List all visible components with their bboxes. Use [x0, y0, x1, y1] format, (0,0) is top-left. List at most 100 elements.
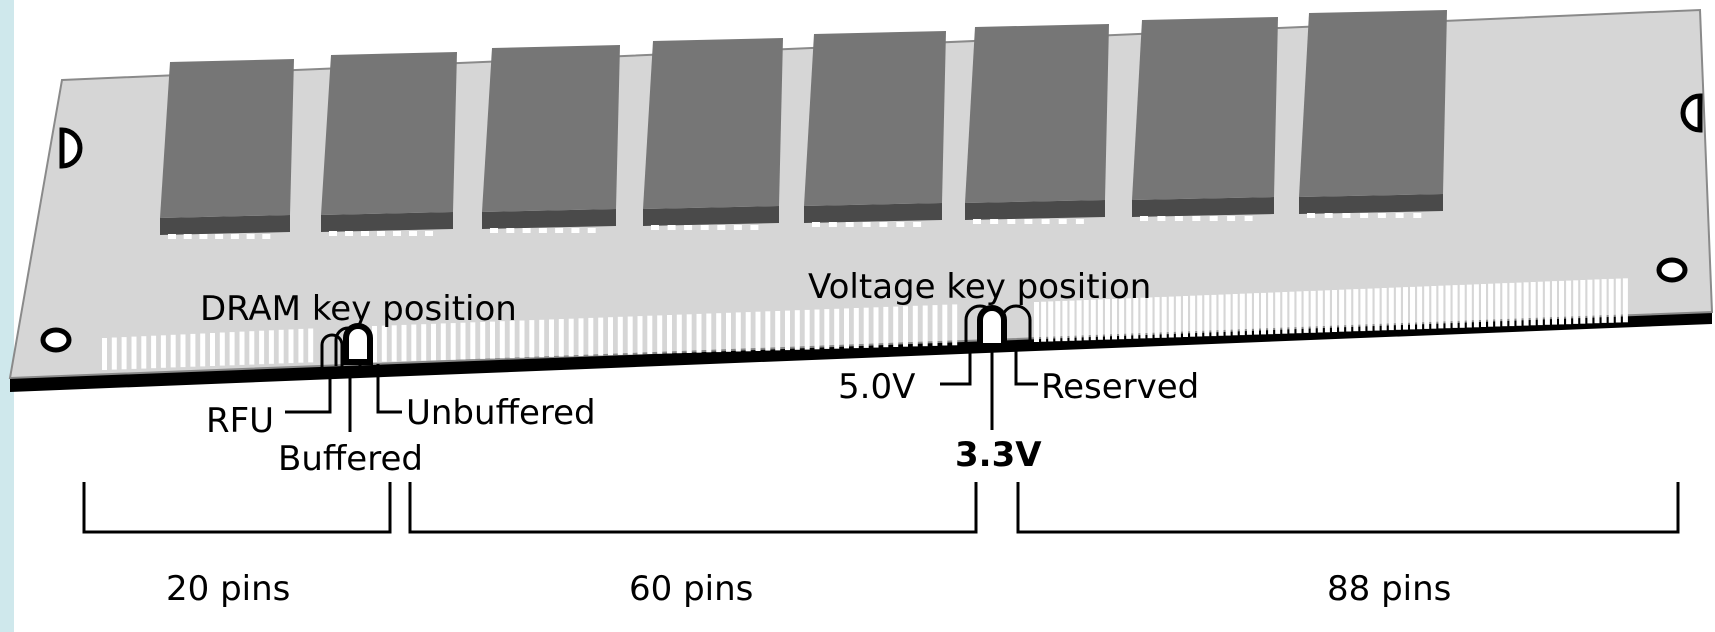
rfu-leader [285, 372, 332, 414]
contact-pin [1615, 278, 1621, 323]
contact-pin [102, 338, 107, 370]
contact-pin [180, 334, 186, 368]
contact-pin [1473, 284, 1479, 328]
contact-pin [627, 316, 633, 355]
contact-pin [1034, 302, 1039, 342]
contact-pin [1608, 278, 1614, 323]
contact-pin [932, 305, 938, 346]
contact-pin [1374, 288, 1380, 331]
contact-pin [1403, 287, 1408, 330]
contact-pin [151, 335, 157, 369]
contact-pin [381, 325, 387, 362]
dram-key-label: DRAM key position [200, 289, 517, 329]
contact-pin [411, 324, 417, 361]
contact-pin [1445, 285, 1451, 329]
contact-pin [1452, 285, 1458, 328]
contact-pin [1161, 296, 1167, 338]
contact-pin [912, 305, 918, 347]
contact-pin [922, 305, 928, 347]
contact-pin [1580, 280, 1586, 324]
contact-pin [1076, 300, 1082, 341]
contact-pin [1140, 297, 1146, 339]
contact-pin [1225, 294, 1231, 336]
pin-group-label-3: 88 pins [1327, 569, 1451, 609]
contact-pin [1594, 279, 1600, 324]
contact-pin [1254, 293, 1259, 335]
voltage-key-notch [964, 304, 1032, 349]
contact-pin [893, 306, 899, 347]
contact-pin [1481, 284, 1486, 327]
contact-pin [1147, 297, 1153, 339]
contact-pin [1175, 296, 1181, 338]
contact-pin [1112, 298, 1117, 340]
contact-pin [676, 314, 682, 354]
contact-pin [696, 313, 702, 353]
contact-pin [288, 329, 294, 364]
contact-pin [883, 306, 889, 348]
contact-pin [578, 318, 584, 357]
contact-pin [450, 323, 456, 360]
contact-pin [794, 310, 800, 350]
contact-pin [431, 323, 436, 361]
memory-chips [160, 10, 1447, 239]
pin-group-brackets [82, 482, 1680, 534]
contact-pin [1573, 280, 1579, 324]
contact-pin [1126, 298, 1132, 339]
memory-chip [1132, 17, 1278, 221]
reserved-label: Reserved [1041, 367, 1199, 407]
contact-pin [239, 331, 245, 365]
contact-pin [814, 309, 820, 350]
contact-pin [617, 316, 623, 355]
contact-pin [1502, 283, 1508, 327]
contact-pin [1168, 296, 1174, 338]
contact-pin [1566, 280, 1572, 325]
contact-pin [1090, 299, 1096, 341]
contact-pin [873, 307, 879, 348]
contact-pin [1218, 294, 1224, 336]
contact-pin [200, 333, 206, 367]
contact-pin [1353, 289, 1359, 332]
contact-pin [519, 320, 525, 358]
contact-pin [844, 308, 849, 349]
contact-pin [1083, 300, 1089, 341]
contact-pin [824, 309, 830, 349]
pin-group-label-1: 20 pins [166, 569, 290, 609]
contact-pin [401, 324, 407, 362]
unbuffered-label: Unbuffered [406, 393, 596, 433]
contact-pin [952, 304, 958, 346]
voltage-key-label: Voltage key position [808, 267, 1151, 307]
contact-pin [1530, 282, 1536, 326]
contact-pin [785, 310, 790, 351]
contact-pin [539, 319, 545, 358]
contact-pin [1509, 282, 1515, 327]
contact-pin [490, 321, 495, 359]
contact-pin [1332, 290, 1337, 332]
memory-chip [321, 52, 457, 236]
contact-pin [1310, 290, 1316, 333]
memory-chip [965, 24, 1109, 224]
v33-label: 3.3V [955, 435, 1042, 475]
dram-key-leaders [285, 364, 402, 432]
contact-pin [278, 329, 284, 364]
memory-chip [160, 59, 294, 239]
contact-pin [1360, 288, 1366, 332]
memory-chip [1299, 10, 1447, 218]
contact-pin [1183, 296, 1188, 337]
contact-pin [1417, 286, 1423, 330]
contact-pin [647, 315, 653, 354]
contact-pin [1438, 285, 1444, 329]
contact-pin [1268, 292, 1274, 335]
contact-pin [588, 317, 594, 356]
right-mount-hole [1656, 257, 1688, 283]
v5-leader [940, 348, 972, 386]
contact-pin [1410, 286, 1415, 330]
v5-label: 5.0V [838, 367, 915, 407]
contact-pin [716, 313, 722, 353]
contact-pin [1105, 299, 1110, 340]
left-notch [59, 127, 83, 169]
contact-pin [1488, 283, 1494, 327]
bracket-20-pins [82, 482, 392, 534]
contact-pin [499, 321, 505, 359]
contact-pin [1041, 301, 1047, 342]
